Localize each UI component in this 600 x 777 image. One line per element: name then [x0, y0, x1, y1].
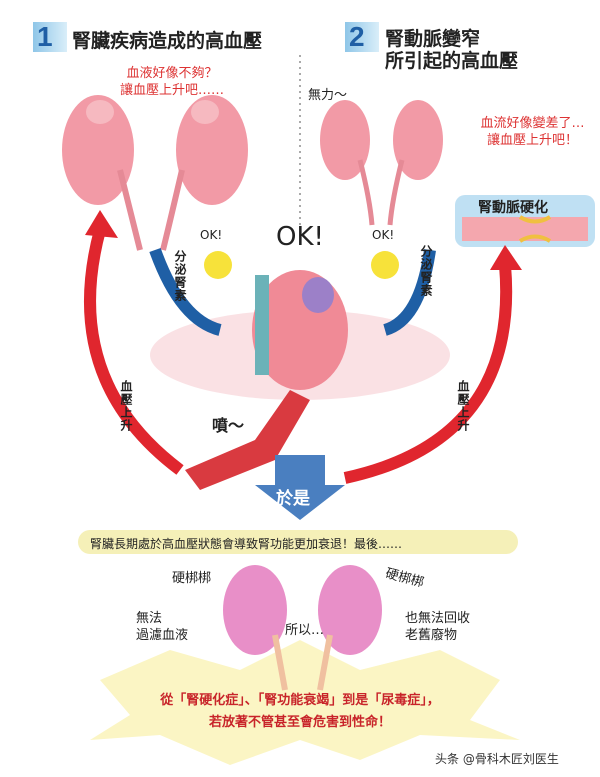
arrow-bp-left	[84, 228, 184, 475]
then-label: 於是	[276, 489, 310, 509]
cannot-recycle-1: 也無法回收	[405, 611, 471, 626]
burst	[90, 640, 520, 765]
renin-left: 分泌腎素	[173, 250, 187, 302]
arrow-renin-right	[382, 249, 436, 336]
smiley-right	[371, 251, 399, 279]
section2-number: 2	[345, 22, 379, 52]
section1-speech-1: 血液好像不夠？	[126, 66, 218, 81]
cannot-filter-1: 無法	[136, 611, 163, 626]
ok-big: OK!	[276, 222, 324, 252]
arrow-bp-right	[343, 264, 513, 484]
renin-right: 分泌腎素	[419, 245, 433, 297]
ok-right: OK!	[372, 228, 395, 242]
banner-bg	[78, 530, 518, 554]
so-label: 所以…	[285, 623, 325, 638]
kidney-2r	[387, 100, 443, 226]
section2-title-1: 腎動脈變窄	[385, 28, 481, 50]
bp-right: 血壓上升	[456, 380, 470, 432]
section2-speech-2: 讓血壓上升吧！	[486, 133, 578, 148]
smiley-left	[204, 251, 232, 279]
cannot-recycle-2: 老舊廢物	[405, 628, 458, 643]
bp-left: 血壓上升	[119, 380, 133, 432]
kidney-1l	[62, 95, 143, 251]
callout-label: 腎動脈硬化	[478, 200, 548, 216]
cannot-filter-2: 過濾血液	[136, 628, 189, 643]
section1-speech-2: 讓血壓上升吧……	[119, 83, 224, 98]
watermark: 头条 @骨科木匠刘医生	[435, 752, 559, 766]
kidney-1r	[160, 95, 248, 251]
spray-label: 噴～	[212, 416, 245, 435]
stiff-left: 硬梆梆	[172, 571, 212, 586]
ok-left: OK!	[200, 228, 223, 242]
warning-1: 從「腎硬化症」、「腎功能衰竭」到是「尿毒症」，	[160, 693, 440, 708]
section1-number: 1	[33, 22, 67, 52]
arrow-renin-left	[149, 247, 222, 336]
kidney-3r	[317, 565, 382, 691]
then-arrow	[255, 455, 345, 520]
weak-label: 無力～	[308, 88, 348, 103]
section2-title-2: 所引起的高血壓	[385, 50, 519, 72]
section1-title: 腎臟疾病造成的高血壓	[72, 30, 263, 52]
warning-2: 若放著不管甚至會危害到性命！	[208, 715, 391, 730]
kidney-3l	[223, 565, 288, 691]
heart	[185, 270, 348, 490]
banner-text: 腎臟長期處於高血壓狀態會導致腎功能更加衰退！最後……	[90, 537, 403, 551]
kidney-2l	[320, 100, 375, 226]
section2-speech-1: 血流好像變差了…	[480, 116, 585, 131]
